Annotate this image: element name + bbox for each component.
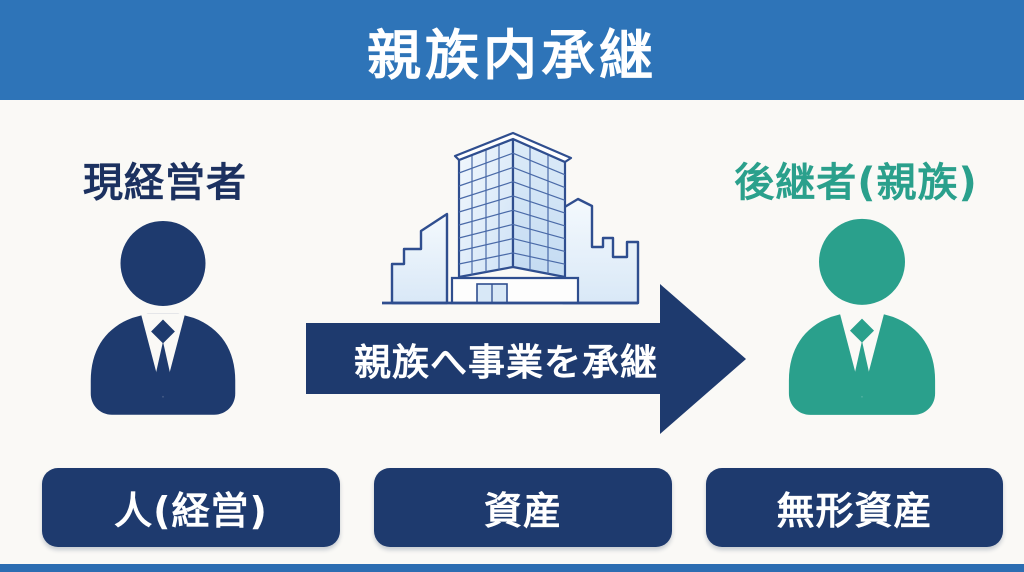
office-building-icon	[382, 131, 640, 305]
page-title: 親族内承継	[367, 23, 657, 87]
category-pill-intangible-assets: 無形資産	[706, 468, 1003, 547]
businessperson-icon	[788, 218, 936, 415]
bottom-accent-strip	[0, 564, 1024, 572]
succession-arrow	[306, 323, 662, 394]
businessperson-icon	[90, 220, 236, 415]
successor-label: 後継者(親族)	[734, 160, 978, 206]
current-owner-label: 現経営者	[83, 160, 247, 206]
category-pill-people: 人(経営)	[42, 468, 340, 547]
header-bar	[0, 0, 1024, 100]
succession-arrow-label: 親族へ事業を承継	[354, 340, 658, 384]
category-pill-assets: 資産	[374, 468, 672, 547]
arrow-head-icon	[660, 284, 746, 434]
